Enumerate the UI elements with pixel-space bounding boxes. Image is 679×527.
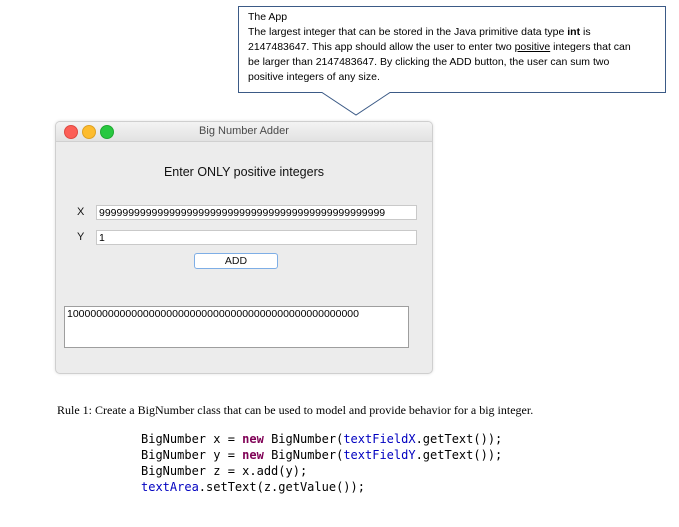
callout-line: The largest integer that can be stored i… (248, 26, 591, 38)
code-line: textArea.setText(z.getValue()); (141, 480, 365, 494)
callout-underline-positive: positive (514, 41, 551, 53)
code-block: BigNumber x = new BigNumber(textFieldX.g… (141, 431, 502, 495)
keyword: new (242, 432, 264, 446)
title-bar[interactable]: Big Number Adder (56, 122, 432, 142)
callout-line: 2147483647. This app should allow the us… (248, 41, 631, 53)
instruction-heading: Enter ONLY positive integers (163, 165, 325, 179)
result-textarea[interactable]: 1000000000000000000000000000000000000000… (64, 306, 409, 348)
app-window: Big Number Adder Enter ONLY positive int… (55, 121, 433, 374)
code-line: BigNumber z = x.add(y); (141, 464, 308, 478)
code-line: BigNumber x = new BigNumber(textFieldX.g… (141, 432, 503, 446)
keyword: new (242, 448, 264, 462)
minimize-button[interactable] (82, 125, 96, 139)
callout-text: The App The largest integer that can be … (248, 10, 666, 85)
rule-text: Rule 1: Create a BigNumber class that ca… (57, 403, 534, 417)
close-button[interactable] (64, 125, 78, 139)
code-line: BigNumber y = new BigNumber(textFieldY.g… (141, 448, 503, 462)
y-label: Y (77, 231, 85, 243)
maximize-button[interactable] (100, 125, 114, 139)
callout-line: positive integers of any size. (248, 71, 380, 83)
callout-line: be larger than 2147483647. By clicking t… (248, 56, 610, 68)
field-ref: textArea (141, 480, 199, 494)
y-input[interactable]: 1 (96, 230, 417, 245)
callout-bold-int: int (567, 26, 581, 38)
callout-title: The App (248, 11, 288, 23)
add-button[interactable]: ADD (194, 253, 278, 269)
field-ref: textFieldX (343, 432, 416, 446)
field-ref: textFieldY (343, 448, 416, 462)
x-label: X (77, 206, 85, 218)
window-title: Big Number Adder (199, 125, 289, 137)
x-input[interactable]: 9999999999999999999999999999999999999999… (96, 205, 417, 220)
